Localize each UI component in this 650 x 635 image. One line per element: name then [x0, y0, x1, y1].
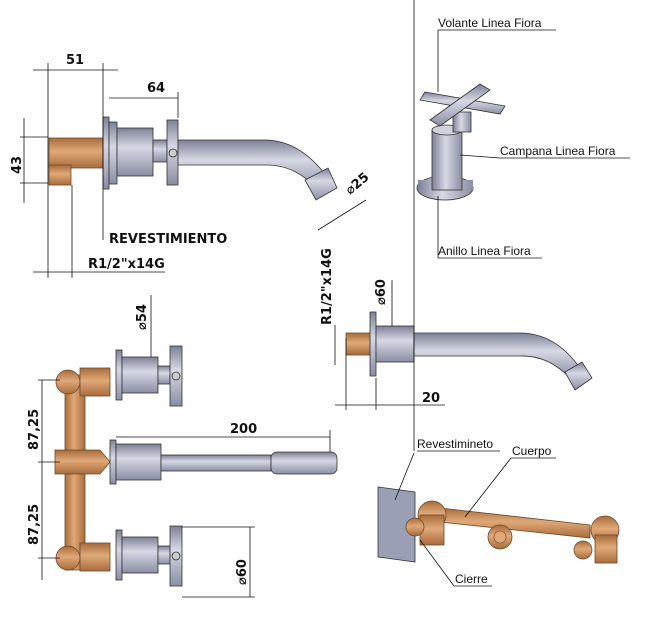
ring	[108, 121, 118, 185]
spout-tip	[564, 361, 593, 391]
wall-plate	[102, 116, 110, 190]
dim-51: 51	[66, 53, 84, 68]
dim-64: 64	[147, 81, 165, 96]
label-cuerpo: Cuerpo	[512, 444, 552, 458]
label-revestimiento: REVESTIMIENTO	[109, 232, 227, 247]
spout	[177, 139, 329, 191]
label-revestimineto: Revestimineto	[417, 437, 493, 451]
cuerpo-pipe	[439, 507, 591, 539]
spout-side-view: R1/2"x14G ⌀60 20	[320, 248, 593, 410]
revestimiento-plate	[377, 486, 416, 563]
cierre-valve	[405, 517, 425, 537]
label-volante: Volante Linea Fiora	[438, 16, 542, 30]
label-cierre: Cierre	[455, 572, 488, 586]
dim-43: 43	[10, 156, 25, 174]
top-side-view: 51 64 43 ⌀25 REVESTIMIENTO R1/2"x14G	[10, 53, 372, 278]
stem	[152, 139, 168, 163]
brass-body	[48, 137, 110, 169]
label-anillo: Anillo Linea Fiora	[438, 244, 531, 258]
bell	[116, 127, 154, 177]
dim-20: 20	[422, 391, 440, 406]
label-campana: Campana Linea Fiora	[500, 144, 616, 158]
dim-87-25-lower: 87,25	[27, 504, 42, 545]
assembly-view: Revestimineto Cuerpo Cierre	[377, 0, 620, 587]
label-thread: R1/2"x14G	[88, 257, 165, 272]
brass-stub	[345, 332, 373, 356]
front-view: 87,25 87,25 200 ⌀54 ⌀60	[27, 295, 338, 598]
dim-diameter-60-front: ⌀60	[235, 559, 250, 585]
brass-elbow	[48, 164, 72, 186]
dim-200: 200	[230, 422, 257, 437]
dim-diameter-54: ⌀54	[135, 304, 150, 330]
bell	[375, 325, 415, 363]
spout	[413, 332, 581, 379]
brass-tee	[54, 449, 111, 475]
spout-tip	[304, 167, 338, 201]
label-thread-vertical: R1/2"x14G	[320, 248, 335, 325]
dim-spout-diameter: ⌀25	[343, 170, 372, 198]
wall-plate	[369, 311, 377, 377]
dim-87-25-upper: 87,25	[27, 409, 42, 450]
dim-diameter-60: ⌀60	[374, 279, 389, 305]
handle-detail: Volante Linea Fiora Campana Linea Fiora …	[416, 16, 630, 259]
